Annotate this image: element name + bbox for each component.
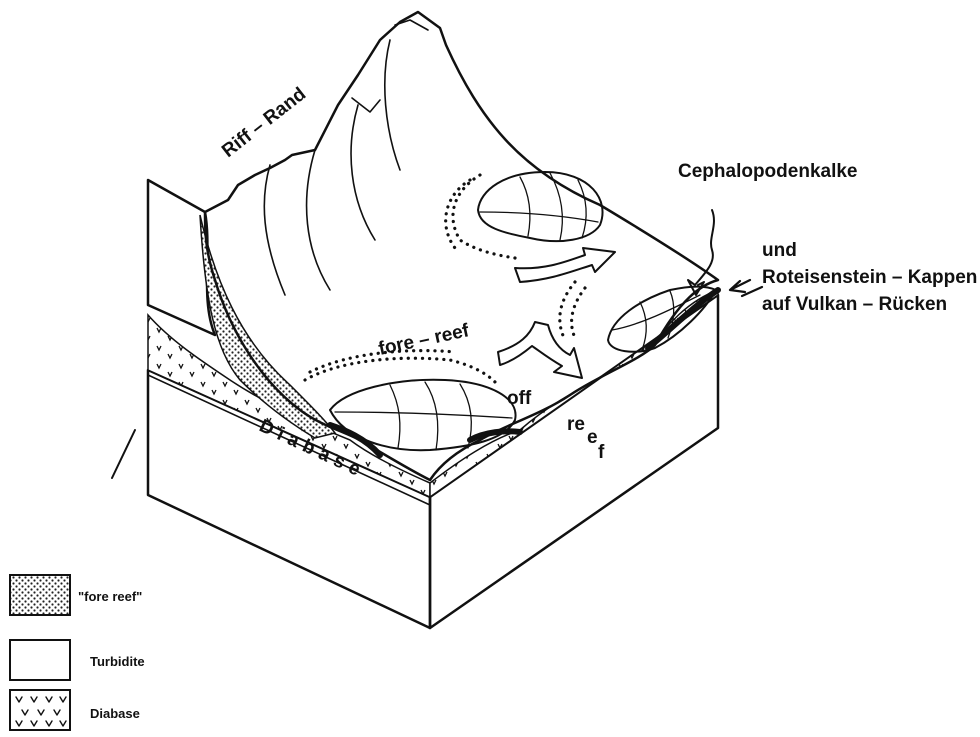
label-riff-rand: Riff – Rand [218,84,310,162]
corner-tick [112,430,135,478]
legend-item-diabase: Diabase [10,690,140,730]
legend-swatch-dots [10,575,70,615]
arrow-middle [498,322,582,378]
label-und: und [762,240,797,261]
legend-item-turbidite: Turbidite [10,640,145,680]
label-off-reef-e: e [587,427,598,448]
legend-label-turbidite: Turbidite [90,654,145,669]
legend-label-diabase: Diabase [90,706,140,721]
label-off-reef-off: off [507,388,532,409]
label-cephalopodenkalke: Cephalopodenkalke [678,161,858,182]
fore-reef-wedge [200,215,335,438]
legend-label-fore-reef: "fore reef" [78,589,142,604]
legend-swatch-blank [10,640,70,680]
arrow-upper [515,248,615,282]
label-off-reef-f: f [598,442,605,463]
flow-arrows [498,248,615,378]
label-off-reef-re: re [567,414,585,435]
label-vulkan: auf Vulkan – Rücken [762,294,947,315]
roteisen-arrow [730,280,762,296]
label-roteisenstein: Roteisenstein – Kappen [762,267,977,288]
lobe-right [608,287,716,352]
legend-item-fore-reef: "fore reef" [10,575,142,615]
label-fore-reef: fore – reef [377,320,472,360]
legend: "fore reef" Turbidite Diabase [10,575,145,730]
